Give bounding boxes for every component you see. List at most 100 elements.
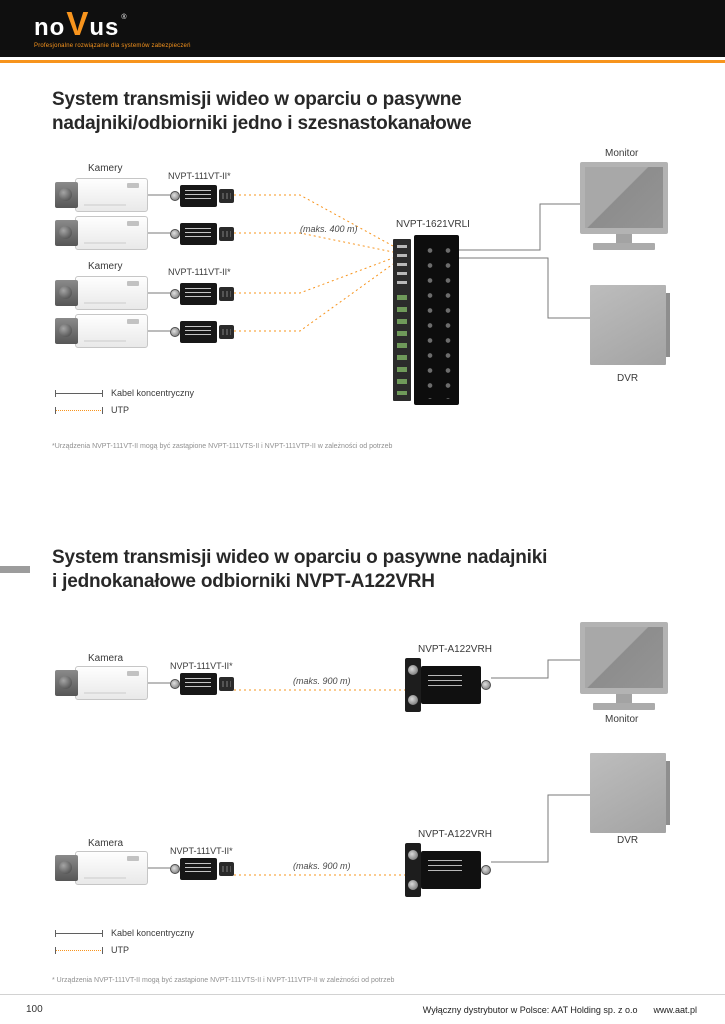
logo-text-v: V <box>66 5 89 42</box>
camera-icon <box>55 276 148 310</box>
label-cameras-bottom: Kamery <box>88 261 123 272</box>
label-max-distance-bottom: (maks. 900 m) <box>293 861 351 871</box>
transmitter-body <box>180 223 217 245</box>
label-monitor: Monitor <box>605 714 639 725</box>
section2-title-line1: System transmisji wideo w oparciu o pasy… <box>52 547 548 568</box>
transmitter-body <box>180 858 217 880</box>
rack-receiver-icon <box>393 235 459 405</box>
section1-footnote: *Urządzenia NVPT-111VT-II mogą być zastą… <box>52 443 393 450</box>
monitor-neck <box>616 694 632 703</box>
legend-utp-label: UTP <box>111 945 129 955</box>
legend-utp: UTP <box>55 945 129 955</box>
website-text: www.aat.pl <box>653 1004 697 1015</box>
camera-body <box>75 216 148 250</box>
utp-line-sample <box>55 946 103 954</box>
label-transmitter-bottom: NVPT-111VT-II* <box>168 267 231 277</box>
bnc-connector-icon <box>170 679 180 689</box>
logo-text-us: us <box>89 14 120 41</box>
receiver-icon <box>405 658 491 712</box>
monitor-screen-glass <box>585 627 663 688</box>
monitor-screen <box>580 162 668 234</box>
page-footer: 100 Wyłączny dystrybutor w Polsce: AAT H… <box>0 994 725 1024</box>
legend-utp-label: UTP <box>111 405 129 415</box>
monitor-icon <box>580 622 668 714</box>
section2-title-line2: i jednokanałowe odbiorniki NVPT-A122VRH <box>52 571 435 592</box>
bnc-connector-icon <box>170 864 180 874</box>
logo-tagline: Profesjonalne rozwiązanie dla systemów z… <box>34 43 191 49</box>
transmitter-icon <box>170 856 234 882</box>
section2-footnote: * Urządzenia NVPT-111VT-II mogą być zast… <box>52 977 395 984</box>
transmitter-body <box>180 283 217 305</box>
utp-wire <box>234 263 394 332</box>
bnc-connector-icon <box>481 865 491 875</box>
utp-wire <box>234 257 394 294</box>
monitor-icon <box>580 162 668 254</box>
label-dvr: DVR <box>617 835 639 846</box>
legend-coax-label: Kabel koncentryczny <box>111 388 195 398</box>
camera-body <box>75 851 148 885</box>
page-number: 100 <box>26 1004 43 1015</box>
dvr-icon <box>590 753 670 833</box>
legend-utp: UTP <box>55 405 129 415</box>
receiver-mount-plate <box>405 658 421 712</box>
section1-title: System transmisji wideo w oparciu o pasy… <box>52 88 472 136</box>
receiver-body <box>421 666 481 704</box>
terminal-block-icon <box>219 677 234 691</box>
legend-coax: Kabel koncentryczny <box>55 928 194 938</box>
legend-coax: Kabel koncentryczny <box>55 388 194 398</box>
monitor-base <box>593 243 655 250</box>
transmitter-icon <box>170 319 234 345</box>
label-transmitter-top: NVPT-111VT-II* <box>168 171 231 181</box>
terminal-block-icon <box>219 227 234 241</box>
accent-rule <box>0 60 725 63</box>
coax-wire-to-monitor <box>459 203 580 251</box>
page-edge-tab <box>0 566 30 573</box>
camera-lens-icon <box>55 220 78 246</box>
utp-line-sample <box>55 406 103 414</box>
terminal-block-icon <box>219 189 234 203</box>
bnc-connector-icon <box>481 680 491 690</box>
monitor-screen <box>580 622 668 694</box>
section2-title: System transmisji wideo w oparciu o pasy… <box>52 546 547 594</box>
bnc-connector-icon <box>170 327 180 337</box>
label-max-distance: (maks. 400 m) <box>300 224 358 234</box>
receiver-body <box>421 851 481 889</box>
label-camera-top: Kamera <box>88 653 124 664</box>
label-receiver-bottom: NVPT-A122VRH <box>418 829 492 840</box>
receiver-icon <box>405 843 491 897</box>
section1-title-line2: nadajniki/odbiorniki jedno i szesnastoka… <box>52 113 472 134</box>
receiver-mount-plate <box>405 843 421 897</box>
camera-lens-icon <box>55 280 78 306</box>
bnc-connector-icon <box>170 229 180 239</box>
monitor-neck <box>616 234 632 243</box>
label-cameras-top: Kamery <box>88 163 123 174</box>
label-camera-bottom: Kamera <box>88 838 124 849</box>
camera-body <box>75 666 148 700</box>
footer-right-group: Wyłączny dystrybutor w Polsce: AAT Holdi… <box>423 1005 697 1015</box>
utp-wire <box>234 194 394 247</box>
transmitter-body <box>180 673 217 695</box>
coax-wire-to-dvr <box>491 794 590 863</box>
camera-icon <box>55 216 148 250</box>
label-dvr: DVR <box>617 373 639 384</box>
rack-terminal-strip <box>393 239 411 401</box>
camera-icon <box>55 666 148 700</box>
monitor-base <box>593 703 655 710</box>
terminal-block-icon <box>219 287 234 301</box>
coax-wire-to-monitor <box>491 659 580 679</box>
camera-lens-icon <box>55 855 78 881</box>
label-transmitter-bottom: NVPT-111VT-II* <box>170 846 233 856</box>
section1-title-line1: System transmisji wideo w oparciu o pasy… <box>52 89 462 110</box>
camera-icon <box>55 851 148 885</box>
camera-icon <box>55 314 148 348</box>
transmitter-icon <box>170 281 234 307</box>
camera-lens-icon <box>55 182 78 208</box>
label-monitor: Monitor <box>605 148 639 159</box>
transmitter-icon <box>170 671 234 697</box>
monitor-screen-glass <box>585 167 663 228</box>
label-transmitter-top: NVPT-111VT-II* <box>170 661 233 671</box>
